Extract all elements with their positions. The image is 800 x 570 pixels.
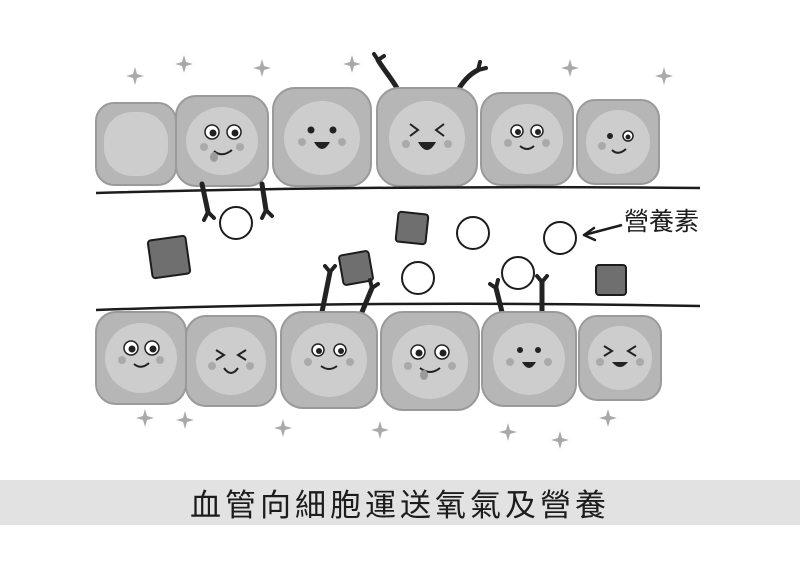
cell-arms-bottom xyxy=(319,264,549,315)
cell-top-4 xyxy=(372,52,488,187)
vessel-walls xyxy=(95,185,701,312)
blood-vessel-illustration: 營養素 xyxy=(95,52,701,449)
nutrient-label: 營養素 xyxy=(624,207,699,236)
cell-top-6 xyxy=(576,99,660,185)
caption-bar: 血管向細胞運送氧氣及營養 xyxy=(0,480,800,525)
cell-top-5 xyxy=(480,92,574,186)
cell-bottom-2 xyxy=(185,315,277,407)
bottom-cell-row xyxy=(95,311,662,411)
cell-top-3 xyxy=(272,87,372,187)
nutrient-label-group: 營養素 xyxy=(582,207,699,242)
caption-text: 血管向細胞運送氧氣及營養 xyxy=(190,488,610,524)
cell-bottom-1 xyxy=(95,311,187,405)
oxygen-molecules xyxy=(219,206,577,295)
cell-bottom-3 xyxy=(280,311,378,409)
cell-bottom-6 xyxy=(578,315,662,401)
top-cell-row xyxy=(95,52,660,187)
nutrient-squares xyxy=(146,210,627,296)
cell-bottom-4 xyxy=(380,311,480,411)
cell-arms-top xyxy=(199,181,274,222)
cell-bottom-5 xyxy=(481,311,577,407)
cell-top-1 xyxy=(95,102,177,186)
cell-top-2 xyxy=(175,95,269,187)
